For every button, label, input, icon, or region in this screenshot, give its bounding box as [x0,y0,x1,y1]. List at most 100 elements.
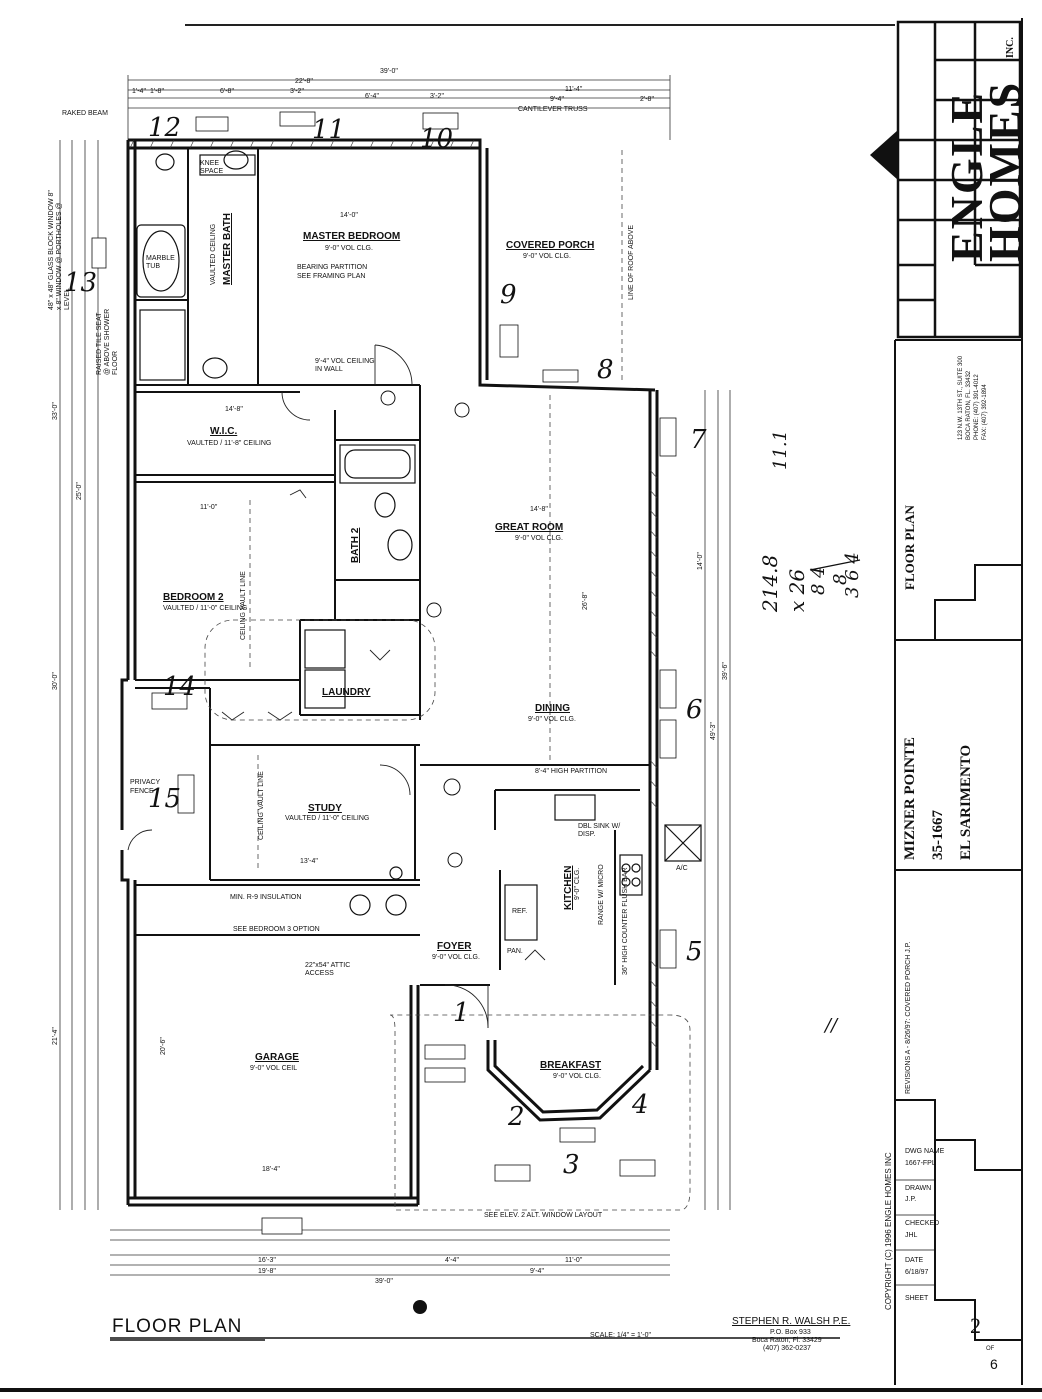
note-attic-access: 22"x54" ATTIC ACCESS [305,962,351,977]
note-pantry: PAN. [507,948,523,955]
dim-top-a: 1'-4" [132,88,146,95]
company-name-line2: HOMES [979,80,1030,262]
note-ceiling-vault-line-2: CEILING VAULT LINE [258,771,265,840]
dim-garage-width: 18'-4" [262,1166,280,1173]
sheet-of-label: OF [986,1346,995,1352]
hand-tick: // [825,1015,838,1036]
project-name: MIZNER POINTE [902,737,918,860]
hand-number-2: 2 [508,1102,525,1132]
company-address3: PHONE: (407) 391-4012 [974,374,980,440]
project-number: 35-1667 [930,810,946,860]
engineer-line1: P.O. Box 933 [770,1329,811,1336]
room-label-bath2: BATH 2 [350,527,361,563]
room-label-master-bedroom: MASTER BEDROOM [303,231,401,242]
room-sub-covered-porch: 9'-0" VOL CLG. [523,253,571,260]
note-dbl-sink: DBL SINK W/ DISP. [578,823,621,838]
dim-top-c: 6'-8" [220,88,234,95]
drawn-label: DRAWN [905,1185,932,1192]
sheet-label: SHEET [905,1295,929,1302]
hand-calc-5: 3 6 4 [842,552,863,598]
dim-top-sub2: 11'-4" [565,86,583,93]
copyright: COPYRIGHT (C) 1996 ENGLE HOMES INC [884,1152,893,1310]
hand-calc-3: 8 4 [808,566,829,595]
company-address1: 123 N.W. 13TH ST., SUITE 300 [958,355,964,440]
note-ceiling-vault-line-1: CEILING VAULT LINE [240,571,247,640]
note-see-framing: SEE FRAMING PLAN [297,273,366,280]
engle-homes-logo [896,20,1022,339]
revisions-note: REVISIONS A - 8/26/97: COVERED PORCH J.P… [905,941,912,1094]
note-raised-tile: RAISED TILE SEAT @ ABOVE SHOWER FLOOR [96,308,119,375]
note-cantilever: CANTILEVER TRUSS [518,106,588,113]
dim-study-width: 13'-4" [300,858,318,865]
hand-number-6: 6 [686,695,703,725]
engineer-line3: (407) 362-0237 [763,1345,811,1352]
dim-top-sub1: 22'-8" [295,78,313,85]
dim-right-a: 39'-6" [722,662,729,680]
hand-number-12: 12 [148,113,182,143]
company-address4: FAX: (407) 392-1894 [982,384,988,440]
dim-top-e: 6'-4" [365,93,379,100]
room-label-dining: DINING [535,703,570,714]
hand-calc-2: x 26 [785,568,809,612]
room-label-breakfast: BREAKFAST [540,1060,602,1071]
hand-number-14: 14 [163,672,197,702]
scale-label: SCALE: 1/4" = 1'-0" [590,1332,651,1339]
project-model: EL SARIMENTO [958,744,974,860]
room-label-foyer: FOYER [437,941,472,952]
dim-top-g: 9'-4" [550,96,564,103]
note-bar: 36" HIGH COUNTER FLUSH BAR [622,867,629,975]
room-sub-study: VAULTED / 11'-0" CEILING [285,815,370,822]
dim-gr-width: 14'-8" [530,506,548,513]
room-label-kitchen: KITCHEN [563,865,574,910]
dim-wic-width: 14'-8" [225,406,243,413]
dim-left-total1: 33'-0" [52,402,59,420]
hand-number-13: 13 [64,268,98,298]
note-high-partition: 8'-4" HIGH PARTITION [535,768,608,775]
hand-number-15: 15 [148,784,182,814]
note-ac: A/C [676,865,688,872]
dwg-name-value: 1667-FPL [905,1160,936,1167]
dim-bottom-d: 11'-0" [565,1257,583,1264]
dim-bottom-e: 4'-4" [445,1257,459,1264]
sheet-title: FLOOR PLAN [902,505,917,590]
dim-bottom-a: 19'-8" [258,1268,276,1275]
checked-value: JHL [905,1232,918,1239]
dim-bottom-b: 16'-3" [258,1257,276,1264]
room-label-great-room: GREAT ROOM [495,522,564,533]
dim-top-f: 3'-2" [430,93,444,100]
note-vol-ceiling-wall: 9'-4" VOL CEILING IN WALL [315,358,375,373]
room-label-laundry: LAUNDRY [322,687,371,698]
room-sub-dining: 9'-0" VOL CLG. [528,716,576,723]
sheet-number: 2 [970,1313,981,1338]
note-ref: REF. [512,908,528,915]
engineer-name: STEPHEN R. WALSH P.E. [732,1316,851,1327]
dim-left-a: 25'-0" [76,482,83,500]
room-sub-master-bedroom: 9'-0" VOL CLG. [325,245,373,252]
dim-mb-width: 14'-0" [340,212,358,219]
hand-number-5: 5 [686,937,703,967]
dim-gr-depth: 26'-8" [582,592,589,610]
hand-number-4: 4 [632,1090,649,1120]
drawn-value: J.P. [905,1196,917,1203]
note-range: RANGE W/ MICRO [598,864,605,925]
note-see-elev: SEE ELEV. 2 ALT. WINDOW LAYOUT [484,1212,603,1219]
note-bearing-partition: BEARING PARTITION [297,264,368,271]
room-label-garage: GARAGE [255,1052,299,1063]
note-knee-space: KNEE SPACE [200,160,224,175]
hand-number-9: 9 [500,280,517,310]
dim-top-d: 3'-2" [290,88,304,95]
hand-number-10: 10 [420,124,454,154]
room-label-covered-porch: COVERED PORCH [506,240,595,251]
dim-top-b: 1'-8" [150,88,164,95]
engineer-line2: Boca Raton, Fl. 33429 [752,1337,822,1344]
dim-right-total: 49'-3" [710,722,717,740]
room-label-study: STUDY [308,803,342,814]
hand-number-11: 11 [312,115,346,145]
room-label-wic: W.I.C. [210,426,238,437]
company-address2: BOCA RATON, FL. 33432 [966,370,972,440]
checked-label: CHECKED [905,1220,940,1227]
bottom-sheet-title: FLOOR PLAN [112,1316,243,1337]
note-min-insulation: MIN. R-9 INSULATION [230,894,302,901]
dim-bottom-c: 9'-4" [530,1268,544,1275]
